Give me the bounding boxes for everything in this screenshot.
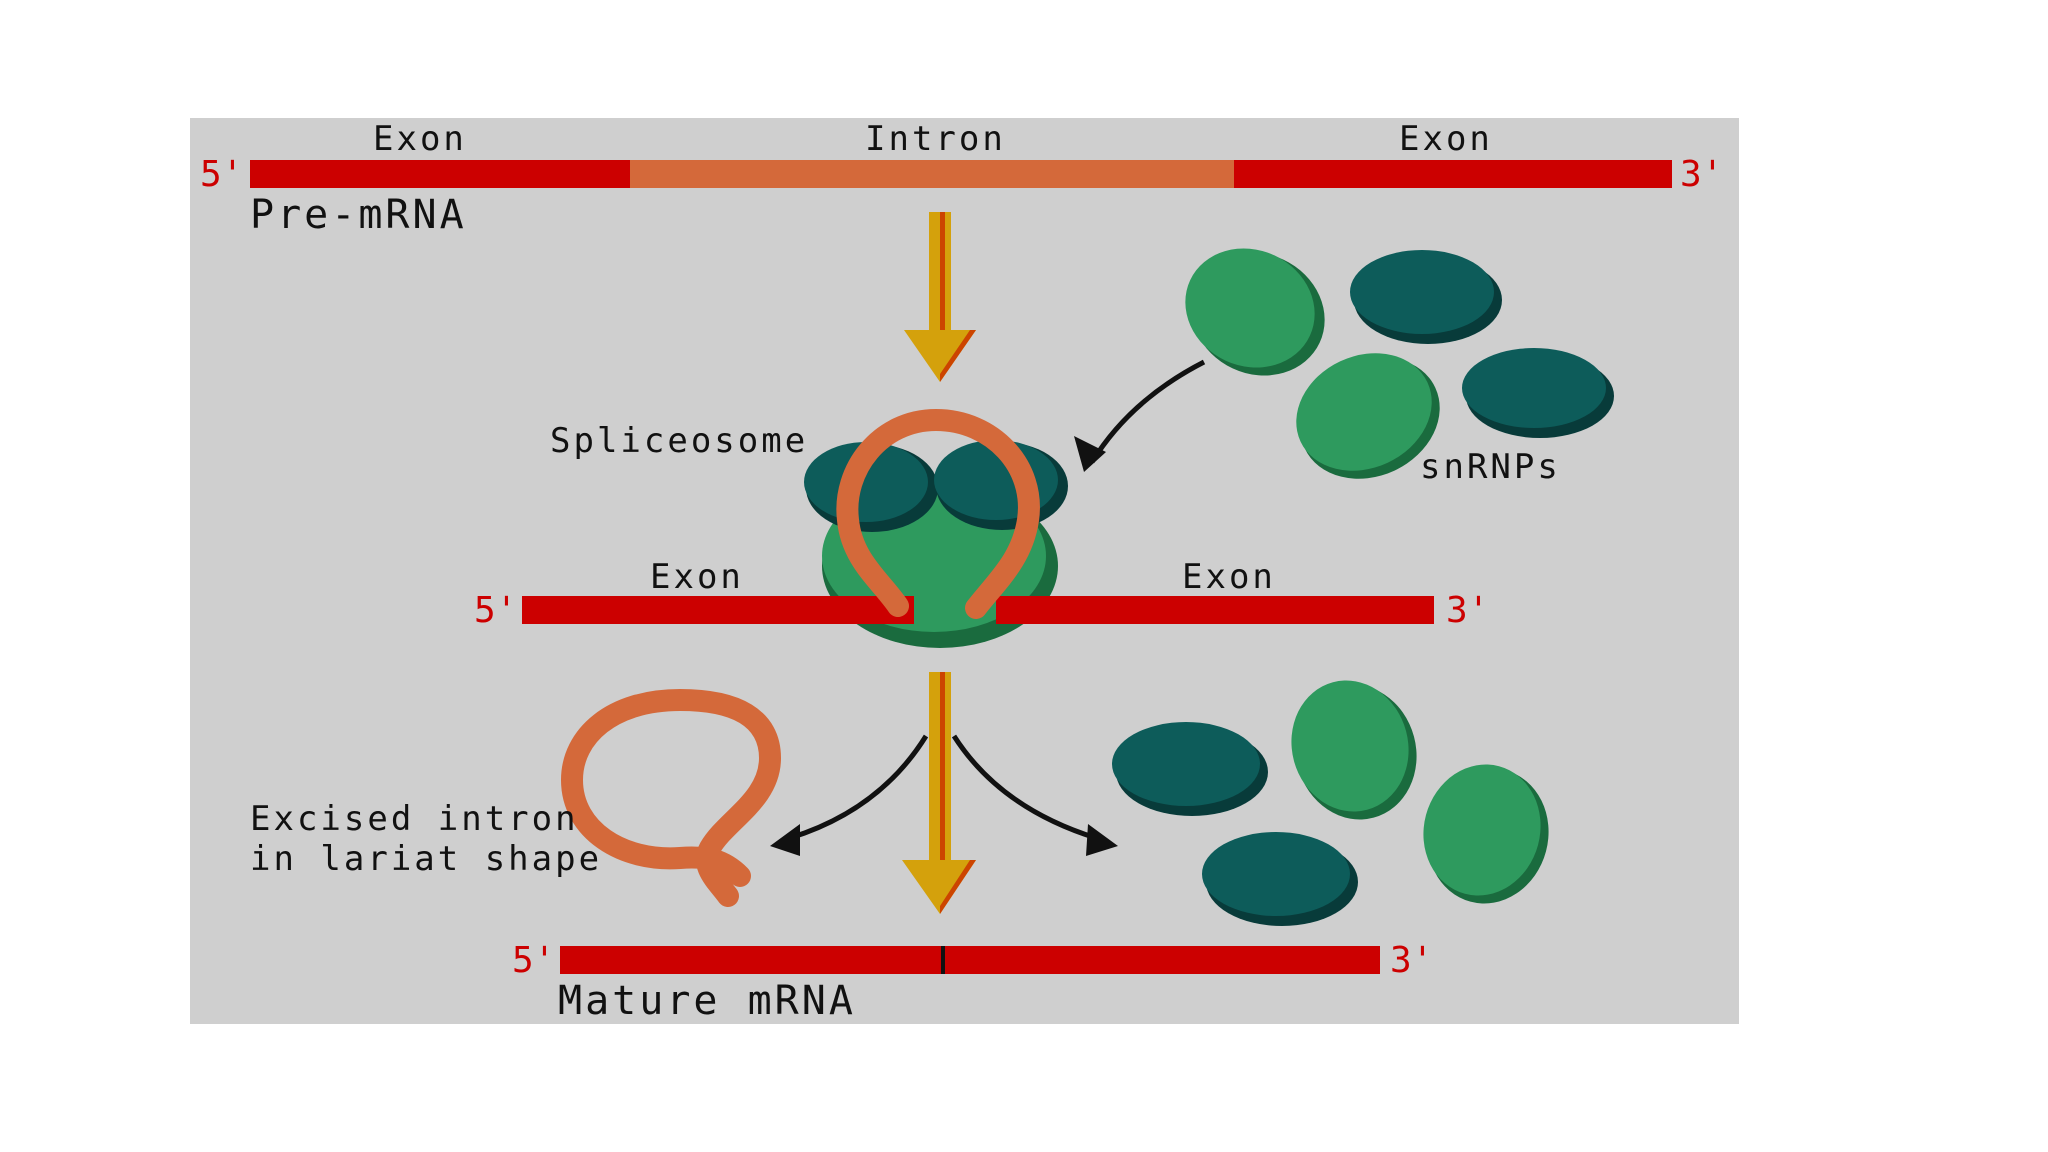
- mature-mrna-strand: [560, 946, 1380, 974]
- mature-mrna-group: 5' 3' Mature mRNA: [512, 940, 1433, 1024]
- excised-intron-group: Excised intron in lariat shape: [250, 688, 782, 907]
- excised-intron-line2: in lariat shape: [250, 839, 602, 879]
- pre-mrna-3prime: 3': [1680, 154, 1723, 195]
- mature-5prime: 5': [512, 940, 555, 981]
- curved-arrow-right-icon: [951, 734, 1097, 841]
- excised-intron-line1: Excised intron: [250, 799, 579, 839]
- snrnp-oval-icon: [1291, 680, 1417, 820]
- spliced-exon-left-label: Exon: [650, 557, 744, 597]
- pre-mrna-5prime: 5': [200, 154, 243, 195]
- snrnps-cluster-top: snRNPs: [1185, 248, 1614, 487]
- spliceosome-top-left-fill: [804, 442, 928, 522]
- pre-mrna-exon-1: [250, 160, 630, 188]
- pre-mrna-exon-2-label: Exon: [1399, 119, 1493, 159]
- snrnp-oval-icon: [1462, 348, 1614, 438]
- mature-mrna-label: Mature mRNA: [558, 978, 856, 1024]
- pre-mrna-group: Exon Intron Exon 5' 3' Pre-mRNA: [200, 119, 1723, 238]
- arrowhead-icon: [770, 824, 800, 856]
- pre-mrna-intron: [630, 160, 1234, 188]
- snrnp-oval-icon: [1296, 353, 1440, 479]
- spliceosome-label: Spliceosome: [550, 421, 808, 461]
- spliced-exon-right-label: Exon: [1182, 557, 1276, 597]
- gold-arrow-down-icon: [904, 212, 976, 382]
- arrowhead-icon: [1086, 824, 1118, 856]
- snrnp-oval-icon: [1112, 722, 1268, 816]
- gold-arrow-down-icon: [902, 672, 976, 914]
- snrnp-oval-icon: [1350, 250, 1502, 344]
- spliced-exon-right: [996, 596, 1434, 624]
- intron-loop: [836, 408, 1040, 619]
- spliced-exon-left: [522, 596, 914, 624]
- mature-3prime: 3': [1390, 940, 1433, 981]
- curved-arrow-left-icon: [789, 734, 929, 841]
- snrnps-label: snRNPs: [1420, 447, 1561, 487]
- arrowhead-icon: [1074, 436, 1106, 472]
- pre-mrna-label: Pre-mRNA: [250, 192, 467, 238]
- lariat-icon: [560, 688, 782, 907]
- snrnps-cluster-bottom: [1112, 680, 1549, 926]
- spliced-3prime: 3': [1446, 590, 1489, 631]
- snrnp-oval-icon: [1423, 764, 1549, 904]
- snrnp-oval-icon: [1202, 832, 1358, 926]
- spliced-5prime: 5': [474, 590, 517, 631]
- curved-arrow-icon: [1089, 359, 1206, 464]
- pre-mrna-exon-2: [1234, 160, 1672, 188]
- splice-junction: [941, 946, 945, 974]
- snrnp-oval-icon: [1185, 248, 1325, 376]
- pre-mrna-intron-label: Intron: [865, 119, 1006, 159]
- pre-mrna-exon-1-label: Exon: [373, 119, 467, 159]
- spliceosome-group: Spliceosome Exon Exon 5' 3': [474, 408, 1489, 648]
